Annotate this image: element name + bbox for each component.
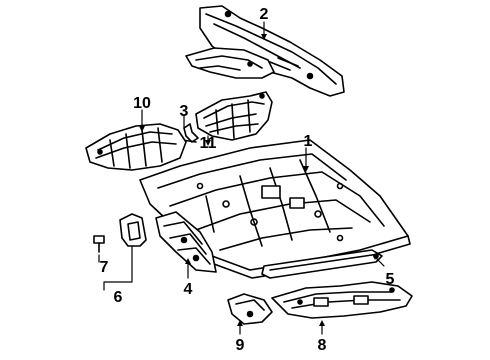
callout-2: 2 [259, 6, 269, 23]
leader-arrowheads [139, 34, 378, 326]
callout-5: 5 [385, 271, 395, 288]
callout-7: 7 [99, 259, 109, 276]
callout-8: 8 [317, 337, 327, 354]
part-4-side-panel [155, 211, 217, 273]
part-3-bracket [181, 123, 199, 143]
callout-6: 6 [113, 289, 123, 306]
callout-4: 4 [183, 281, 193, 298]
part-11-heat-insulator [195, 91, 273, 141]
callout-9: 9 [235, 337, 245, 354]
callout-3: 3 [179, 103, 189, 120]
callout-1: 1 [303, 133, 313, 150]
part-7-bolt [93, 235, 105, 253]
part-9-bracket [227, 293, 273, 325]
callout-11: 11 [199, 135, 217, 152]
part-8-floor-panel [271, 281, 413, 319]
part-6-bracket-assembly [119, 213, 147, 247]
part-10-heat-insulator [85, 123, 187, 171]
callout-10: 10 [133, 95, 151, 112]
part-2-cross-member [185, 5, 345, 97]
